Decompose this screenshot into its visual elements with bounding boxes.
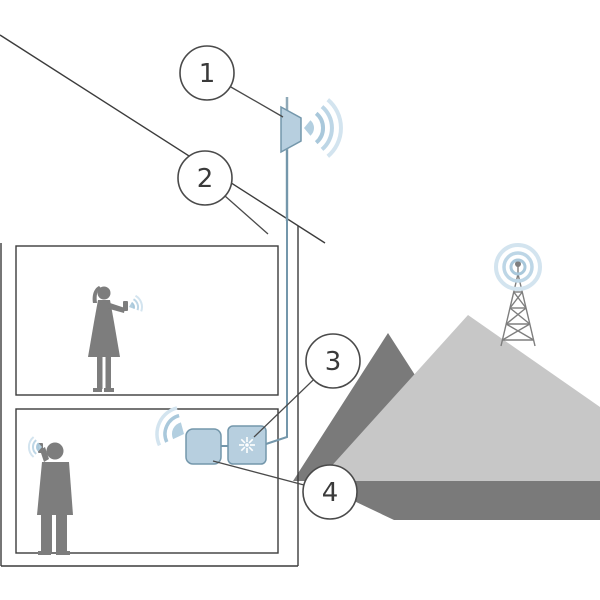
callout-3-label: 3	[325, 347, 342, 377]
indoor-antenna-waves-icon	[155, 406, 184, 447]
outdoor-antenna	[280, 105, 302, 154]
callout-2-label: 2	[197, 164, 214, 194]
callout-2: 2	[177, 150, 233, 206]
mountains	[293, 315, 600, 520]
outdoor-antenna-waves-icon	[304, 98, 343, 158]
roof-line	[0, 34, 326, 244]
callout-2-circle	[177, 150, 233, 206]
callout-line-3	[253, 379, 314, 438]
callout-4-label: 4	[322, 478, 339, 508]
callout-line-2	[224, 195, 269, 235]
tower-signal-rings-icon	[494, 243, 542, 291]
callout-3: 3	[305, 333, 361, 389]
man-silhouette-icon	[37, 442, 73, 555]
booster-system	[185, 97, 302, 465]
callout-line-4	[212, 460, 305, 486]
mountain-light	[318, 315, 600, 481]
callout-line-1	[229, 85, 284, 118]
cell-tower-icon	[500, 261, 536, 347]
callout-1-circle	[179, 45, 235, 101]
callout-1-label: 1	[199, 59, 216, 89]
indoor-antenna	[185, 428, 222, 465]
house-outline	[0, 34, 326, 567]
upper-room	[15, 245, 279, 396]
callout-4: 4	[302, 464, 358, 520]
woman-silhouette-icon	[88, 286, 128, 392]
man-phone-signal-icon	[27, 436, 42, 458]
callout-lines	[212, 85, 314, 486]
booster-starburst-icon	[239, 437, 255, 453]
callout-3-circle	[305, 333, 361, 389]
antenna-cable	[265, 150, 288, 445]
ground-band	[312, 481, 600, 520]
callout-1: 1	[179, 45, 235, 101]
woman-phone-signal-icon	[129, 294, 143, 312]
callout-4-circle	[302, 464, 358, 520]
